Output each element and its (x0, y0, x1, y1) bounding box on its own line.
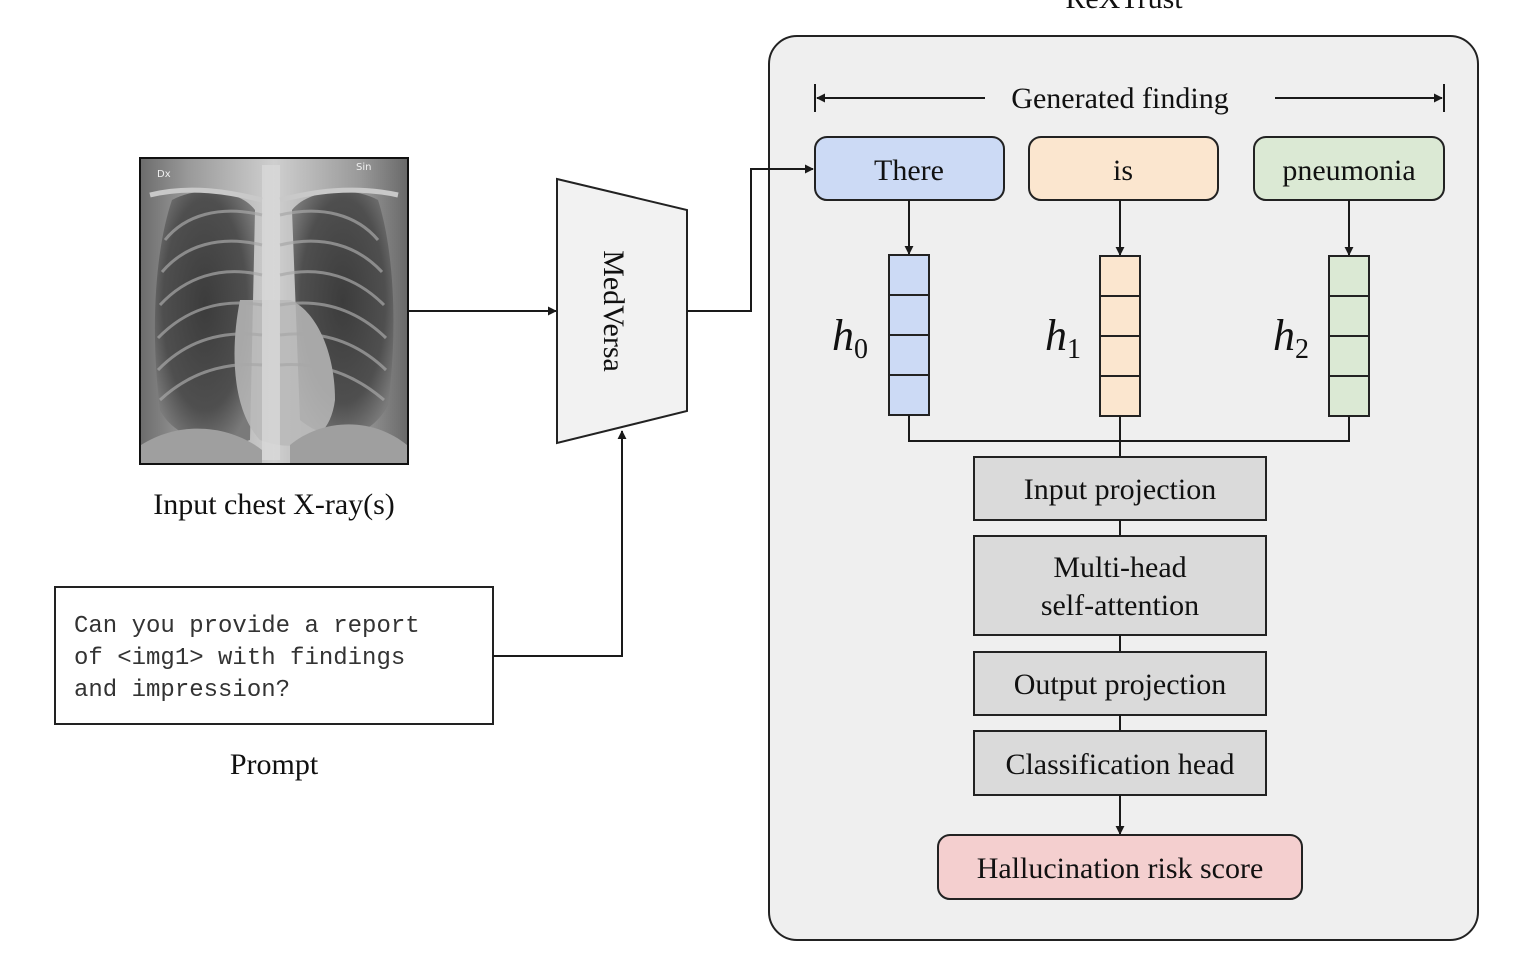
arrow-medversa-to-finding (687, 164, 814, 312)
hidden-vector-h2 (1328, 255, 1370, 417)
prompt-box: Can you provide a report of <img1> with … (54, 586, 494, 725)
self-attention-label-line2: self-attention (1041, 589, 1199, 622)
hidden-vector-h1 (1099, 255, 1141, 417)
prompt-caption: Prompt (230, 748, 319, 781)
hidden-vector-h0 (888, 254, 930, 416)
hidden-label-h1: h1 (1045, 311, 1081, 365)
hidden-merge-connector (908, 415, 1350, 457)
hallucination-risk-score-label: Hallucination risk score (977, 852, 1264, 885)
medversa-model: MedVersa (556, 177, 688, 445)
token-there: There (814, 136, 1005, 201)
medversa-label: MedVersa (597, 250, 630, 372)
self-attention-label-line1: Multi-head (1053, 551, 1186, 584)
input-projection-label: Input projection (1024, 473, 1216, 506)
output-projection-label: Output projection (1014, 668, 1226, 701)
output-projection-block: Output projection (973, 651, 1267, 716)
arrow-prompt-to-medversa (493, 430, 627, 657)
classification-head-label: Classification head (1005, 748, 1234, 781)
token-there-label: There (874, 154, 944, 187)
classification-head-block: Classification head (973, 730, 1267, 796)
token-pneumonia: pneumonia (1253, 136, 1445, 201)
generated-finding-span: Generated finding (814, 82, 1445, 115)
xray-marker-right: Sin (356, 162, 371, 173)
self-attention-block: Multi-head self-attention (973, 535, 1267, 636)
prompt-line-1: Can you provide a report (74, 613, 420, 640)
xray-caption: Input chest X-ray(s) (153, 488, 395, 521)
hallucination-risk-score-block: Hallucination risk score (937, 834, 1303, 900)
xray-marker-left: Dx (157, 169, 171, 180)
prompt-line-3: and impression? (74, 677, 290, 704)
rextrust-title: ReXTrust (1065, 0, 1183, 15)
token-is-label: is (1113, 154, 1133, 187)
generated-finding-label: Generated finding (1011, 82, 1228, 115)
input-projection-block: Input projection (973, 456, 1267, 521)
token-pneumonia-label: pneumonia (1282, 154, 1415, 187)
prompt-line-2: of <img1> with findings (74, 645, 405, 672)
chest-xray-image: Dx Sin (139, 157, 409, 465)
hidden-label-h0: h0 (832, 311, 868, 365)
hidden-label-h2: h2 (1273, 311, 1309, 365)
token-is: is (1028, 136, 1219, 201)
